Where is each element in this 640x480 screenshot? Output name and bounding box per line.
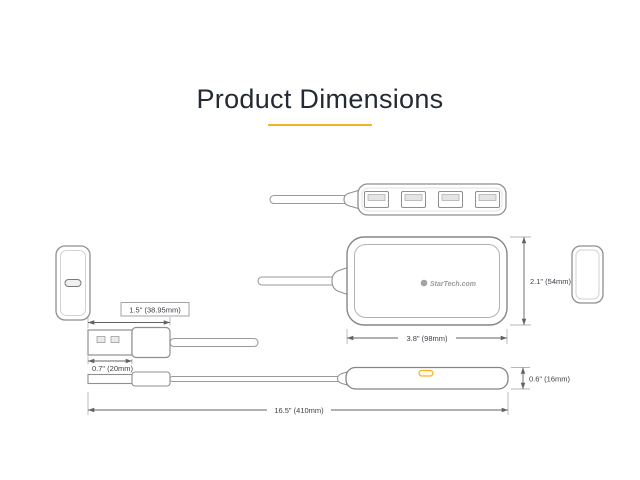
dimension-label-mask <box>398 331 456 344</box>
usb-c-port <box>64 279 82 287</box>
left-end-bevel <box>60 250 86 316</box>
front-view: StarTech.com <box>257 236 508 326</box>
side-view-plug-shell <box>87 373 133 385</box>
usb-a-plug-top-view <box>87 326 259 359</box>
usb-port <box>364 191 389 208</box>
usb-port <box>475 191 500 208</box>
right-end-view <box>571 245 604 304</box>
right-end-bevel <box>575 249 600 300</box>
hub-thickness-dimension: 0.6" (16mm) <box>511 367 571 390</box>
usb-port <box>438 191 463 208</box>
hub-depth-dimension: 2.1" (54mm) <box>510 236 572 326</box>
front-view-cable <box>257 276 339 286</box>
page-title: Product Dimensions <box>196 84 444 114</box>
top-view-body <box>357 183 507 216</box>
plug-overmold <box>131 326 171 359</box>
title-underline-accent <box>268 124 372 126</box>
front-view-body <box>346 236 508 326</box>
plug-shell-hole <box>96 336 106 343</box>
side-view-body <box>345 366 509 390</box>
startech-logo-icon <box>420 279 428 287</box>
side-view-plug-body <box>131 371 171 387</box>
hub-length-dimension: 3.8" (98mm) <box>346 329 508 344</box>
front-view-bumper <box>354 244 500 318</box>
dimension-label-mask <box>267 403 331 416</box>
total-length-dimension: 16.5" (410mm) <box>87 392 509 416</box>
total-length-dimension-label: 16.5" (410mm) <box>274 406 324 415</box>
plug-length-dimension-label: 1.5" (38.95mm) <box>129 306 181 315</box>
top-view-strain-relief <box>343 189 361 210</box>
usb-c-port <box>418 369 434 377</box>
hub-thickness-dimension-label: 0.6" (16mm) <box>529 375 571 384</box>
hub-depth-dimension-label: 2.1" (54mm) <box>530 277 572 286</box>
startech-logo: StarTech.com <box>420 279 476 288</box>
plug-shell <box>87 329 133 356</box>
left-end-view <box>55 245 91 321</box>
top-view-bevel <box>361 187 503 212</box>
hub-length-dimension-label: 3.8" (98mm) <box>406 334 448 343</box>
plug-width-dimension-label: 0.7" (20mm) <box>92 364 134 373</box>
side-view <box>87 366 509 390</box>
side-view-cable <box>169 376 343 382</box>
plug-length-dimension: 1.5" (38.95mm) <box>87 302 190 328</box>
plug-cable <box>169 337 259 348</box>
title-block: Product Dimensions <box>0 84 640 126</box>
dimension-label-box <box>120 302 190 317</box>
startech-logo-text: StarTech.com <box>430 281 476 288</box>
top-view <box>269 183 507 216</box>
right-end-body <box>571 245 604 304</box>
plug-width-dimension: 0.7" (20mm) <box>87 356 134 373</box>
usb-port <box>401 191 426 208</box>
plug-shell-hole <box>110 336 120 343</box>
